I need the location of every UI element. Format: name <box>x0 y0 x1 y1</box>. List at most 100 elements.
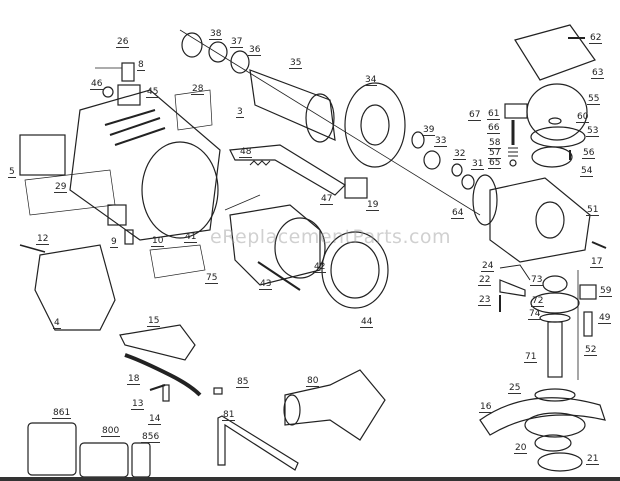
bearing-36 <box>230 50 250 74</box>
part-label: 67 <box>468 110 482 121</box>
part-label: 14 <box>148 414 162 425</box>
part-label: 71 <box>524 352 538 363</box>
part-label: 3 <box>236 107 244 118</box>
ring-25 <box>534 388 576 402</box>
part-label: 35 <box>289 58 303 69</box>
insulator-75 <box>149 244 206 279</box>
end-cap-4 <box>34 244 116 331</box>
bearing-72 <box>530 292 580 314</box>
part-label: 23 <box>478 295 492 306</box>
paddle-switch-47 <box>229 144 346 196</box>
cord-protector-15 <box>119 324 196 361</box>
part-label: 10 <box>151 236 165 247</box>
part-label: 28 <box>191 84 205 95</box>
kit-856 <box>131 442 151 478</box>
part-label: 15 <box>147 316 161 327</box>
part-label: 861 <box>52 408 72 419</box>
armature-fan <box>305 93 335 143</box>
clamp-14 <box>162 384 170 402</box>
hex-wrench-81 <box>217 415 299 471</box>
part-label: 8 <box>137 60 145 71</box>
part-59 <box>579 284 597 300</box>
part-label: 46 <box>90 79 104 90</box>
part-label: 9 <box>110 237 118 248</box>
lock-button-61 <box>504 103 528 119</box>
part-label: 17 <box>590 257 604 268</box>
part-label: 85 <box>236 377 250 388</box>
bearing-54 <box>531 146 573 168</box>
part-label: 53 <box>586 126 600 137</box>
part-31 <box>461 174 475 190</box>
part-label: 74 <box>528 309 542 320</box>
part-32 <box>451 163 463 177</box>
spring-24 <box>499 264 531 281</box>
baffle-44 <box>321 231 389 309</box>
part-label: 66 <box>487 123 501 134</box>
part-label: 62 <box>589 33 603 44</box>
kit-800 <box>79 442 129 478</box>
part-label: 4 <box>53 318 61 329</box>
part-label: 54 <box>580 166 594 177</box>
housing-opening <box>141 141 219 239</box>
field-42 <box>229 204 321 286</box>
part-label: 81 <box>222 410 236 421</box>
part-label: 33 <box>434 136 448 147</box>
part-label: 13 <box>131 399 145 410</box>
nut-21 <box>537 452 583 472</box>
part-label: 21 <box>586 454 600 465</box>
label-plate-29 <box>24 169 116 216</box>
washer-37 <box>208 41 228 63</box>
brush-holder-45 <box>117 84 141 106</box>
part-label: 16 <box>479 402 493 413</box>
part-49 <box>583 311 593 337</box>
part-label: 55 <box>587 94 601 105</box>
part-46 <box>102 86 114 98</box>
part-label: 20 <box>514 443 528 454</box>
spring-48 <box>249 160 271 166</box>
bearing-73 <box>542 275 568 293</box>
part-label: 29 <box>54 182 68 193</box>
part-label: 41 <box>184 232 198 243</box>
part-label: 45 <box>146 87 160 98</box>
ring-60 <box>548 117 562 125</box>
part-label: 32 <box>453 149 467 160</box>
brush-8 <box>121 62 135 82</box>
part-label: 38 <box>209 29 223 40</box>
motor-housing <box>69 89 221 241</box>
part-19 <box>344 177 368 199</box>
part-label: 80 <box>306 376 320 387</box>
part-label: 52 <box>584 345 598 356</box>
brush-10 <box>124 229 134 245</box>
part-label: 31 <box>471 159 485 170</box>
watermark: eReplacementParts.com <box>210 226 452 248</box>
part-label: 24 <box>481 261 495 272</box>
part-label: 34 <box>364 75 378 86</box>
spindle-71 <box>547 321 563 378</box>
cover-63 <box>514 24 596 81</box>
armature-35 <box>249 69 336 141</box>
lever-22 <box>499 279 526 297</box>
washer-74 <box>539 313 571 323</box>
part-label: 73 <box>530 275 544 286</box>
part-label: 36 <box>248 45 262 56</box>
screw-12 <box>19 244 46 253</box>
cord-18 <box>124 353 202 397</box>
part-label: 64 <box>451 208 465 219</box>
part-label: 44 <box>360 317 374 328</box>
part-label: 63 <box>591 68 605 79</box>
fan-34 <box>344 82 406 168</box>
part-label: 19 <box>366 200 380 211</box>
part-label: 72 <box>531 296 545 307</box>
part-label: 25 <box>508 383 522 394</box>
bottom-border <box>0 477 620 481</box>
part-label: 37 <box>230 37 244 48</box>
oring-64 <box>472 174 498 226</box>
part-label: 26 <box>116 37 130 48</box>
ring-65 <box>509 159 517 167</box>
brush-holder-9 <box>107 204 127 226</box>
part-label: 60 <box>576 112 590 123</box>
screw-43 <box>257 261 301 291</box>
part-label: 51 <box>586 205 600 216</box>
